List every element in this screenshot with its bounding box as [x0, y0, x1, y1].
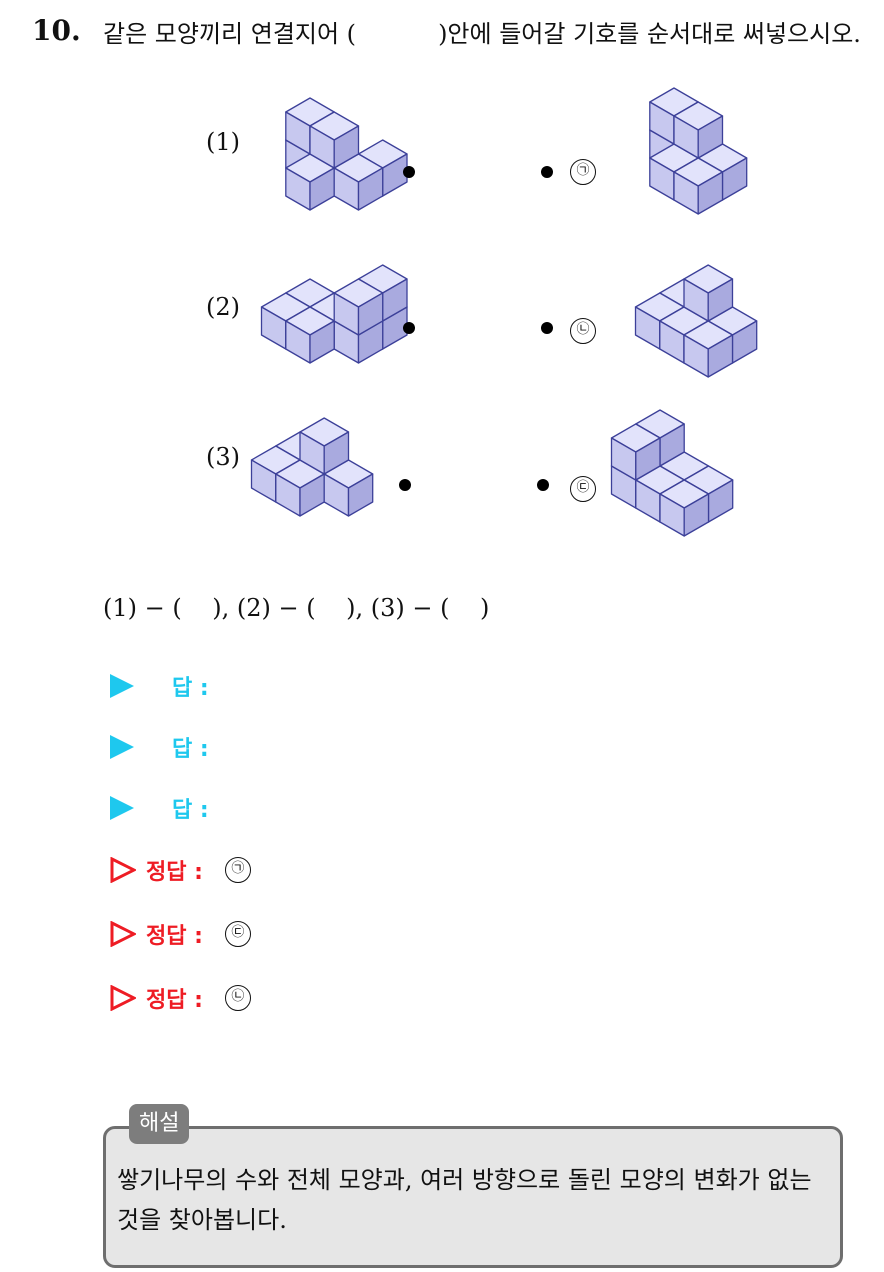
cube-figure-3: [250, 417, 374, 517]
explanation-box: [103, 1126, 843, 1268]
triangle-right-outline-icon: [110, 921, 136, 947]
explanation-text: 쌓기나무의 수와 전체 모양과, 여러 방향으로 돌린 모양의 변화가 없는 것…: [117, 1166, 812, 1234]
triangle-right-filled-icon: [110, 735, 134, 759]
cube-figure-option-a: [649, 87, 748, 215]
connect-dot-right-a[interactable]: [541, 166, 553, 178]
cube-figure-1: [285, 97, 408, 211]
symbol-label-a: ㉠: [570, 159, 596, 185]
cube-figure-option-b: [634, 264, 758, 378]
connect-dot-right-c[interactable]: [537, 479, 549, 491]
symbol-label-b: ㉡: [570, 318, 596, 344]
connect-dot-left-1[interactable]: [403, 166, 415, 178]
problem-label-1: (1): [206, 128, 240, 156]
solution-value: ㉡: [224, 985, 251, 1011]
solution-row-3: 정답 : ㉡: [110, 978, 251, 1018]
solution-value: ㉠: [224, 857, 251, 883]
solution-label: 정답 :: [146, 860, 203, 885]
triangle-right-outline-icon: [110, 985, 136, 1011]
question-text: 같은 모양끼리 연결지어 ( )안에 들어갈 기호를 순서대로 써넣으시오.: [103, 14, 863, 54]
solution-row-1: 정답 : ㉠: [110, 850, 251, 890]
question-text-part2: )안에 들어갈 기호를 순서대로 써넣으시오.: [438, 20, 861, 48]
triangle-right-filled-icon: [110, 674, 134, 698]
problem-label-3: (3): [206, 443, 240, 471]
answer-label: 답 :: [172, 676, 209, 701]
triangle-right-outline-icon: [110, 857, 136, 883]
connect-dot-left-3[interactable]: [399, 479, 411, 491]
connect-dot-right-b[interactable]: [541, 322, 553, 334]
answer-label: 답 :: [172, 798, 209, 823]
solution-label: 정답 :: [146, 924, 203, 949]
explanation-tag: 해설: [129, 1104, 190, 1144]
answer-row-3[interactable]: 답 :: [110, 788, 209, 828]
answer-label: 답 :: [172, 737, 209, 762]
solution-row-2: 정답 : ㉢: [110, 914, 251, 954]
triangle-right-filled-icon: [110, 796, 134, 820]
symbol-label-c: ㉢: [570, 476, 596, 502]
solution-label: 정답 :: [146, 988, 203, 1013]
cube-figure-option-c: [610, 409, 734, 537]
answer-row-2[interactable]: 답 :: [110, 727, 209, 767]
cube-figure-2: [260, 264, 408, 364]
question-text-part1: 같은 모양끼리 연결지어 (: [103, 20, 357, 48]
answer-row-1[interactable]: 답 :: [110, 666, 209, 706]
question-number: 10.: [32, 14, 81, 47]
pairs-line: (1) − ( ), (2) − ( ), (3) − ( ): [103, 594, 490, 622]
problem-label-2: (2): [206, 293, 240, 321]
connect-dot-left-2[interactable]: [403, 322, 415, 334]
solution-value: ㉢: [224, 921, 251, 947]
